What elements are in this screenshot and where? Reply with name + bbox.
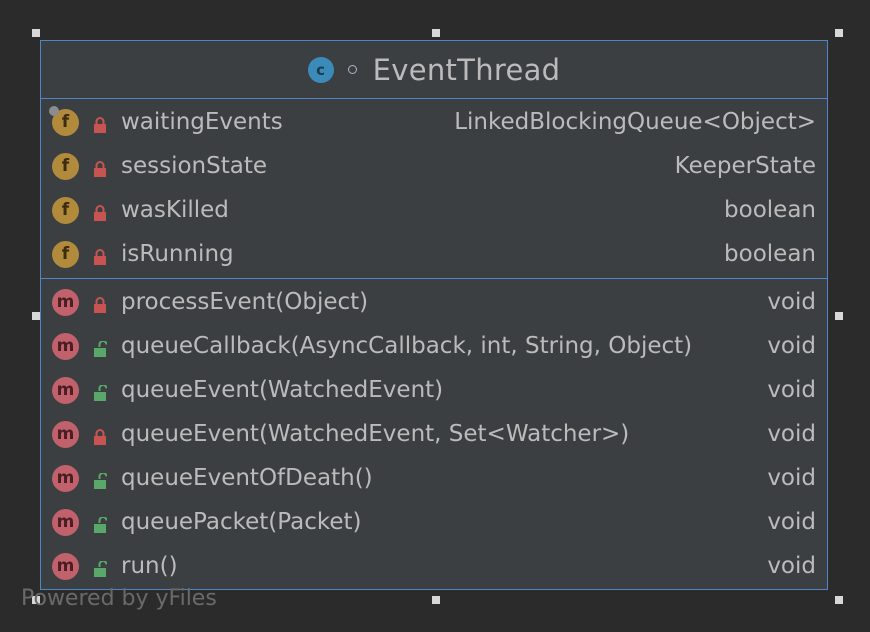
field-name: sessionState (121, 153, 268, 179)
method-icon: m (52, 552, 79, 580)
method-signature: processEvent(Object) (121, 289, 369, 315)
resize-handle-left[interactable] (32, 312, 40, 320)
method-signature: queueEvent(WatchedEvent) (121, 377, 444, 403)
class-header: c EventThread (41, 41, 827, 99)
method-row[interactable]: m queueCallback(AsyncCallback, int, Strin… (41, 324, 827, 368)
resize-handle-bottom[interactable] (432, 596, 440, 604)
method-signature: queueEventOfDeath() (121, 465, 373, 491)
public-lock-icon (93, 337, 108, 357)
method-icon: m (52, 288, 79, 316)
private-lock-icon (93, 293, 107, 313)
field-row[interactable]: f isRunning boolean (41, 232, 827, 276)
method-signature: queuePacket(Packet) (121, 509, 362, 535)
method-row[interactable]: m processEvent(Object) void (41, 280, 827, 324)
field-type: boolean (724, 241, 816, 267)
method-signature: run() (121, 553, 178, 579)
return-type: void (767, 333, 816, 359)
field-name: waitingEvents (121, 109, 283, 135)
method-signature: queueEvent(WatchedEvent, Set<Watcher>) (121, 421, 630, 447)
method-icon: m (52, 376, 79, 404)
field-type: boolean (724, 197, 816, 223)
method-icon: m (52, 420, 79, 448)
footer-credit: Powered by yFiles (21, 586, 217, 611)
method-row[interactable]: m queuePacket(Packet) void (41, 500, 827, 544)
field-icon: f (52, 196, 79, 224)
methods-section: m processEvent(Object) void m queueCallback(… (41, 279, 827, 589)
package-visibility-icon (347, 65, 357, 74)
private-lock-icon (93, 113, 107, 133)
private-lock-icon (93, 157, 107, 177)
public-lock-icon (93, 381, 108, 401)
method-row[interactable]: m queueEventOfDeath() void (41, 456, 827, 500)
return-type: void (767, 465, 816, 491)
return-type: void (767, 509, 816, 535)
public-lock-icon (93, 557, 108, 577)
class-icon: c (307, 56, 334, 83)
resize-handle-top-left[interactable] (32, 29, 40, 37)
field-icon: f (52, 152, 79, 180)
field-name: isRunning (121, 241, 234, 267)
field-icon: f (52, 240, 79, 268)
class-node[interactable]: c EventThread f waitingEvents LinkedBlocki… (40, 40, 828, 590)
public-lock-icon (93, 469, 108, 489)
resize-handle-top[interactable] (432, 29, 440, 37)
return-type: void (767, 553, 816, 579)
private-lock-icon (93, 245, 107, 265)
method-icon: m (52, 332, 79, 360)
method-row[interactable]: m queueEvent(WatchedEvent) void (41, 368, 827, 412)
method-signature: queueCallback(AsyncCallback, int, String… (121, 333, 693, 359)
private-lock-icon (93, 201, 107, 221)
resize-handle-right[interactable] (835, 312, 843, 320)
static-marker-icon (49, 106, 59, 116)
method-row[interactable]: m run() void (41, 544, 827, 588)
class-name: EventThread (372, 52, 561, 87)
field-type: KeeperState (674, 153, 816, 179)
field-type: LinkedBlockingQueue<Object> (454, 109, 816, 135)
field-row[interactable]: f wasKilled boolean (41, 188, 827, 232)
return-type: void (767, 377, 816, 403)
method-icon: m (52, 508, 79, 536)
private-lock-icon (93, 425, 107, 445)
return-type: void (767, 421, 816, 447)
return-type: void (767, 289, 816, 315)
resize-handle-top-right[interactable] (835, 29, 843, 37)
method-row[interactable]: m queueEvent(WatchedEvent, Set<Watcher>) v… (41, 412, 827, 456)
public-lock-icon (93, 513, 108, 533)
field-row[interactable]: f sessionState KeeperState (41, 144, 827, 188)
resize-handle-bottom-right[interactable] (835, 596, 843, 604)
fields-section: f waitingEvents LinkedBlockingQueue<Object… (41, 99, 827, 279)
field-name: wasKilled (121, 197, 229, 223)
method-icon: m (52, 464, 79, 492)
resize-handle-bottom-left[interactable] (32, 596, 40, 604)
